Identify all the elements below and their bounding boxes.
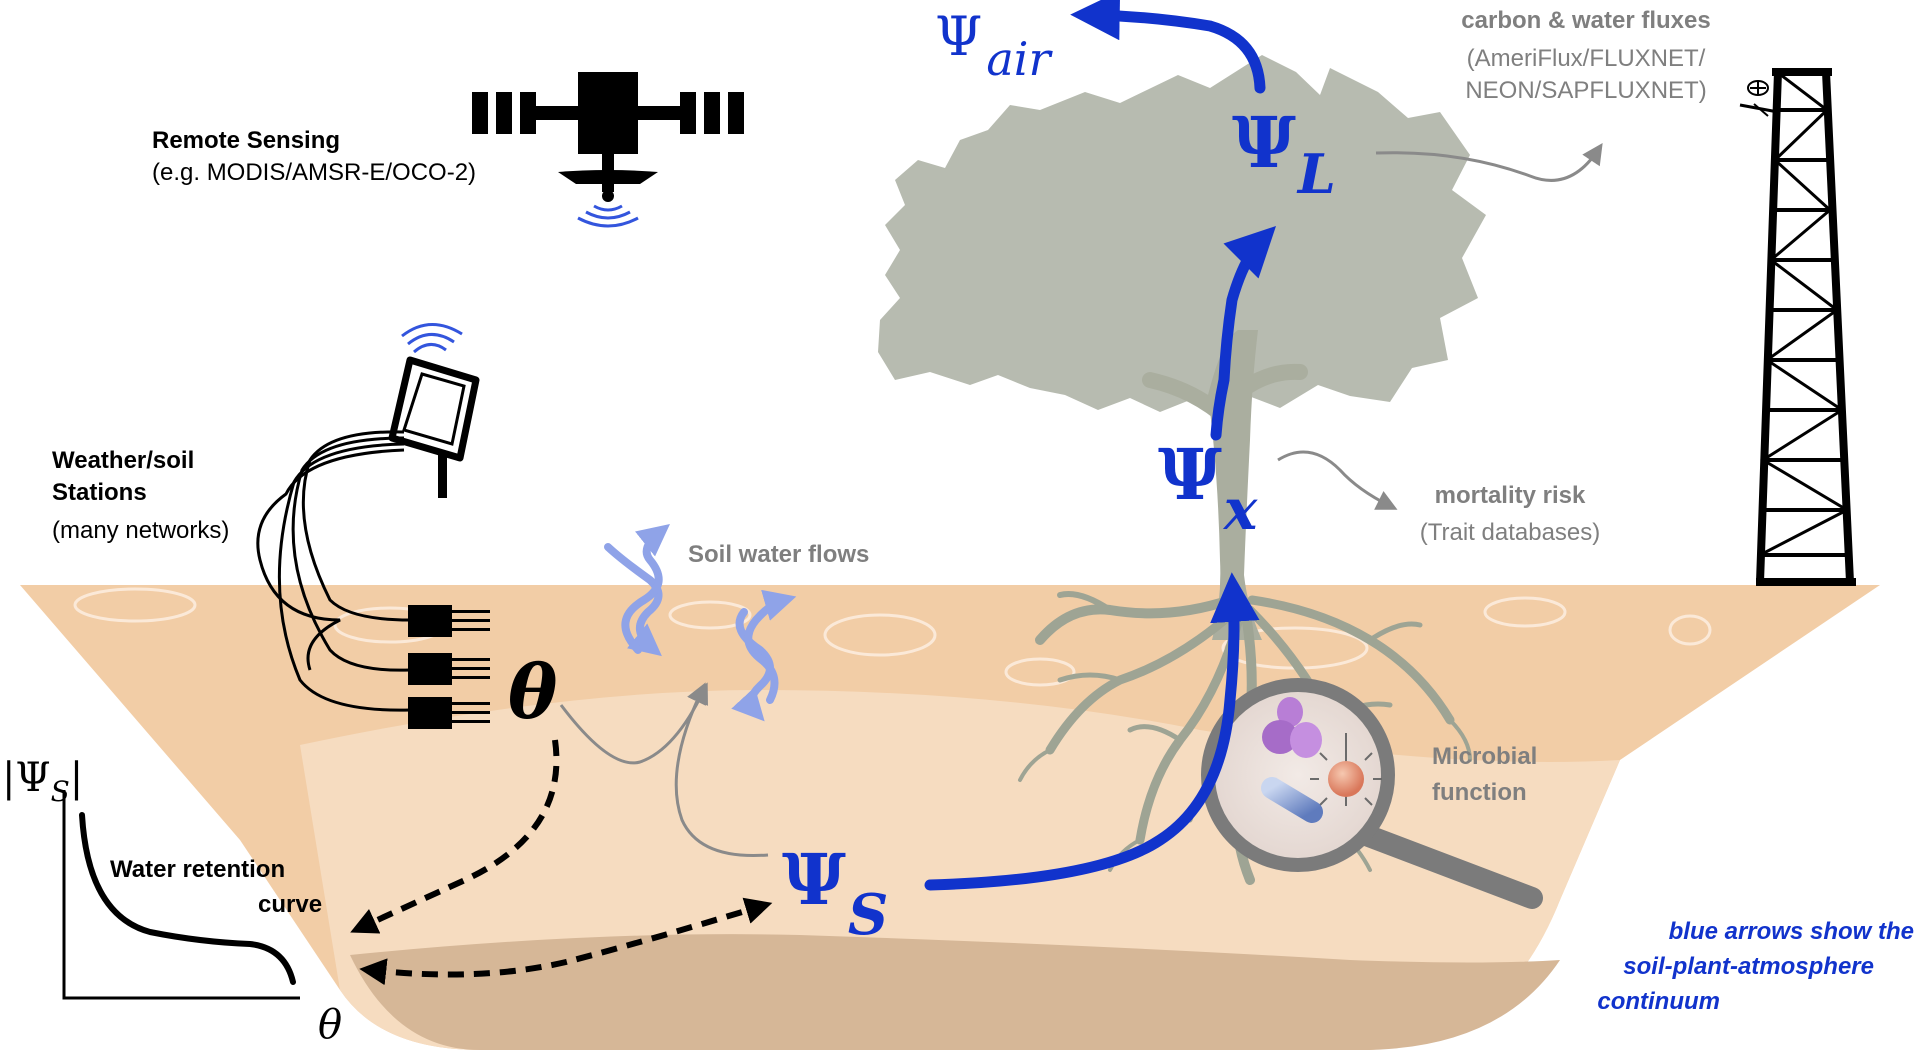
soil-pore-rings (73, 587, 1712, 687)
microbial-label-line2: function (1432, 779, 1527, 806)
retention-plot-y-label: |ΨS| (2, 755, 84, 808)
retention-curve-label-line1: Water retention (110, 856, 286, 883)
soil-probe-icon (408, 605, 490, 729)
tree-canopy (878, 55, 1486, 412)
flux-tower-icon (1739, 68, 1856, 586)
station-cables (256, 430, 411, 712)
flux-title: carbon & water fluxes (1461, 7, 1711, 34)
weather-station-icon (388, 323, 480, 498)
microbe-icon (1261, 697, 1382, 823)
satellite-icon (472, 72, 744, 228)
continuum-note-line2: soil-plant-atmosphere (1623, 953, 1874, 980)
black-dashed-arrows (350, 739, 773, 986)
psi-xylem-symbol: Ψx (1158, 433, 1258, 543)
soil-water-flow-arrows (604, 524, 797, 722)
soil-water-flows-label: Soil water flows (688, 541, 870, 568)
flux-networks-line1: (AmeriFlux/FLUXNET/ (1466, 45, 1706, 72)
psi-air-symbol: Ψair (935, 5, 1051, 86)
water-retention-plot (62, 790, 300, 1000)
soil-block (20, 585, 1880, 1050)
retention-curve (79, 812, 296, 985)
plot-axes (62, 790, 300, 1000)
continuum-note-line1: blue arrows show the (1668, 918, 1914, 945)
mortality-risk-title: mortality risk (1434, 482, 1586, 509)
psi-leaf-symbol: ΨL (1232, 101, 1336, 206)
continuum-note-line3: continuum (1597, 988, 1720, 1015)
psi-soil-symbol: ΨS (782, 838, 889, 948)
remote-sensing-title: Remote Sensing (152, 127, 341, 154)
continuum-arrows (924, 0, 1276, 891)
trait-databases-label: (Trait databases) (1419, 519, 1601, 546)
retention-curve-label-line2: curve (258, 891, 323, 918)
stations-label-line1: Weather/soil (52, 447, 195, 474)
stations-subtitle: (many networks) (52, 517, 230, 544)
microbial-label-line1: Microbial (1432, 743, 1538, 770)
grey-annotation-arrows (559, 143, 1603, 858)
flux-networks-line2: NEON/SAPFLUXNET) (1465, 77, 1707, 104)
theta-symbol: θ (508, 650, 558, 736)
retention-plot-x-label: θ (318, 1002, 343, 1048)
remote-sensing-subtitle: (e.g. MODIS/AMSR-E/OCO-2) (152, 159, 477, 186)
stations-label-line2: Stations (52, 479, 147, 506)
